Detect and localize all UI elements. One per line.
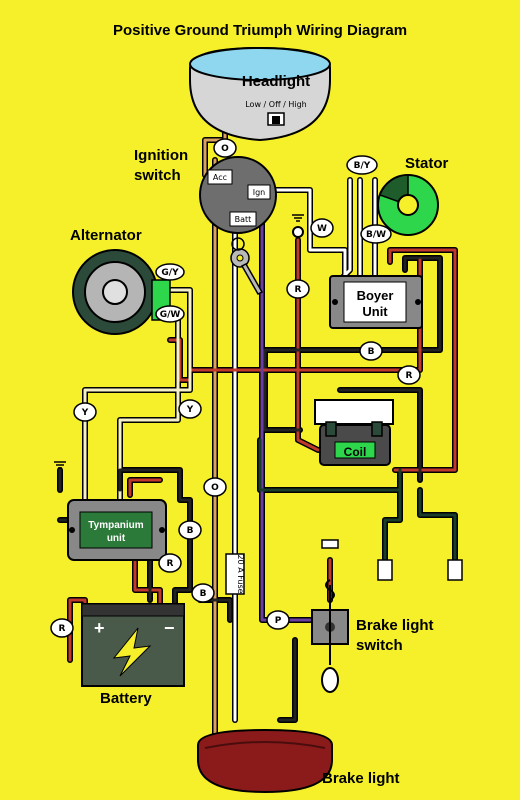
svg-text:O: O — [221, 144, 229, 154]
svg-text:R: R — [406, 371, 413, 381]
svg-text:B: B — [368, 347, 375, 357]
fuse-label: 20 A Fuse — [236, 554, 245, 593]
wire-tag-r-ign: R — [286, 279, 310, 299]
alternator: Alternator — [70, 227, 171, 335]
stator-label: Stator — [405, 155, 449, 172]
alternator-label: Alternator — [70, 227, 142, 244]
svg-text:B/Y: B/Y — [354, 161, 371, 171]
wire-tag-r-right: R — [397, 365, 421, 385]
wire-tag-by: B/Y — [346, 155, 378, 175]
fuse: 20 A Fuse — [225, 553, 245, 595]
svg-text:P: P — [275, 616, 282, 626]
wire-tag-bw: B/W — [360, 224, 392, 244]
svg-text:B: B — [187, 526, 194, 536]
wire-tag-o-top: O — [213, 138, 237, 158]
wire-tag-b-batt: B — [191, 583, 215, 603]
lightning-icon — [112, 627, 152, 677]
battery: + − Battery — [81, 603, 185, 707]
wire-tag-y-right: Y — [178, 399, 202, 419]
ignition-acc-label: Acc — [213, 173, 227, 182]
headlight: Headlight Low / Off / High — [189, 46, 331, 142]
wire-tag-r-tymp: R — [158, 553, 182, 573]
spark-plug-caps — [377, 559, 463, 581]
wire-tag-gw: G/W — [155, 305, 185, 323]
wire-tag-p: P — [266, 610, 290, 630]
battery-pos: + — [94, 618, 105, 638]
diagram-title: Positive Ground Triumph Wiring Diagram — [112, 22, 408, 39]
brake-light-label: Brake light — [322, 770, 400, 787]
coil: Coil — [314, 399, 394, 466]
battery-neg: − — [164, 618, 175, 638]
svg-text:B: B — [200, 589, 207, 599]
svg-text:G/Y: G/Y — [161, 268, 179, 278]
svg-text:R: R — [295, 285, 302, 295]
svg-text:Y: Y — [81, 408, 89, 418]
brake-light: Brake light — [197, 728, 400, 794]
ground-icon — [54, 214, 304, 469]
ignition-batt-label: Batt — [235, 215, 252, 224]
headlight-switch-label: Low / Off / High — [245, 100, 307, 109]
ignition-ign-label: Ign — [253, 188, 266, 197]
wire-tag-w: W — [310, 218, 334, 238]
coil-label: Coil — [344, 445, 367, 459]
wire-tag-o-mid: O — [203, 477, 227, 497]
svg-text:R: R — [167, 559, 174, 569]
svg-text:R: R — [59, 624, 66, 634]
svg-text:G/W: G/W — [160, 310, 181, 320]
battery-label: Battery — [100, 690, 152, 707]
wire-tag-r-batt: R — [50, 618, 74, 638]
wire-tag-b-mid: B — [359, 341, 383, 361]
ignition-switch[interactable]: Acc Ign Batt — [199, 156, 277, 295]
headlight-label: Headlight — [242, 73, 310, 90]
wire-tag-b-tymp: B — [178, 520, 202, 540]
wire-tags: O O B/Y B/W W G/Y G/W R B R Y Y B R B R P — [50, 138, 421, 638]
wire-tag-gy: G/Y — [155, 263, 185, 281]
svg-text:Y: Y — [186, 405, 194, 415]
stator: Stator — [377, 155, 449, 236]
svg-text:O: O — [211, 483, 219, 493]
wire-tag-y-left: Y — [73, 402, 97, 422]
svg-text:B/W: B/W — [366, 230, 386, 240]
key-icon — [230, 237, 264, 295]
svg-text:W: W — [317, 224, 327, 234]
